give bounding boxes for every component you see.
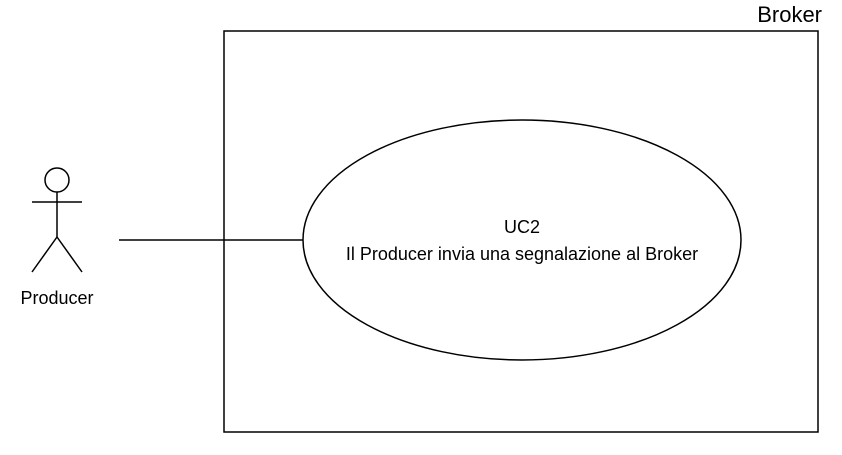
actor-head (44, 167, 70, 193)
use-case-ellipse (302, 119, 742, 361)
actor-figure (31, 167, 83, 273)
actor-label: Producer (20, 288, 93, 308)
system-boundary (223, 30, 819, 433)
use-case-text: Il Producer invia una segnalazione al Br… (346, 244, 698, 264)
actor-left-leg (31, 236, 58, 273)
actor-right-leg (56, 236, 83, 273)
use-case-id: UC2 (504, 217, 540, 237)
system-boundary-label: Broker (757, 2, 822, 27)
